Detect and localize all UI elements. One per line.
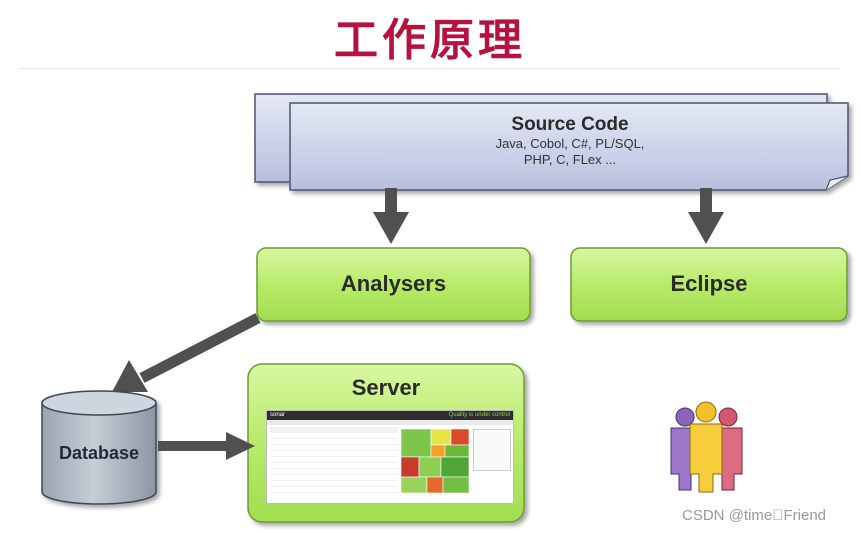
table-row <box>270 456 398 463</box>
arrow-analysers-to-database <box>112 313 261 392</box>
table-row <box>270 468 398 475</box>
analysers-box <box>256 247 531 322</box>
thumbnail-treemap <box>401 429 469 493</box>
table-row <box>270 462 398 469</box>
analysers-label: Analysers <box>340 271 447 296</box>
source-code-title: Source Code <box>511 114 629 135</box>
arrow-source-to-eclipse <box>688 188 724 244</box>
thumbnail-status: Quality is under control <box>448 412 510 418</box>
languages-line-1: Java, Cobol, C#, PL/SQL, <box>495 136 645 151</box>
table-row <box>270 486 398 493</box>
table-row <box>270 474 398 481</box>
source-code-document <box>254 93 849 191</box>
thumbnail-subbar <box>267 420 513 425</box>
table-row <box>270 444 398 451</box>
table-row <box>270 438 398 445</box>
eclipse-box <box>570 247 848 322</box>
table-row <box>270 480 398 487</box>
source-code-languages: Java, Cobol, C#, PL/SQL, PHP, C, FLex ..… <box>420 136 720 168</box>
treemap-cells <box>401 429 469 493</box>
thumbnail-table <box>270 427 398 493</box>
eclipse-label: Eclipse <box>670 271 748 296</box>
database-cylinder <box>41 390 157 505</box>
footer-watermark: CSDN @time Friend <box>682 507 827 524</box>
table-row <box>270 450 398 457</box>
thumbnail-side-panel <box>473 429 511 471</box>
server-label: Server <box>351 375 421 400</box>
table-row <box>270 432 398 439</box>
arrow-source-to-analysers <box>373 188 409 244</box>
arrow-database-to-server <box>158 432 255 460</box>
server-dashboard-thumbnail: sonar Quality is under control <box>266 410 514 504</box>
languages-line-2: PHP, C, FLex ... <box>523 152 617 167</box>
people-group-icon <box>670 401 743 493</box>
divider <box>20 68 840 69</box>
page-title: 工作原理 <box>334 15 526 66</box>
thumbnail-header: sonar Quality is under control <box>267 411 513 420</box>
database-label: Database <box>58 443 140 463</box>
thumbnail-brand: sonar <box>270 412 286 418</box>
table-row <box>270 427 398 433</box>
